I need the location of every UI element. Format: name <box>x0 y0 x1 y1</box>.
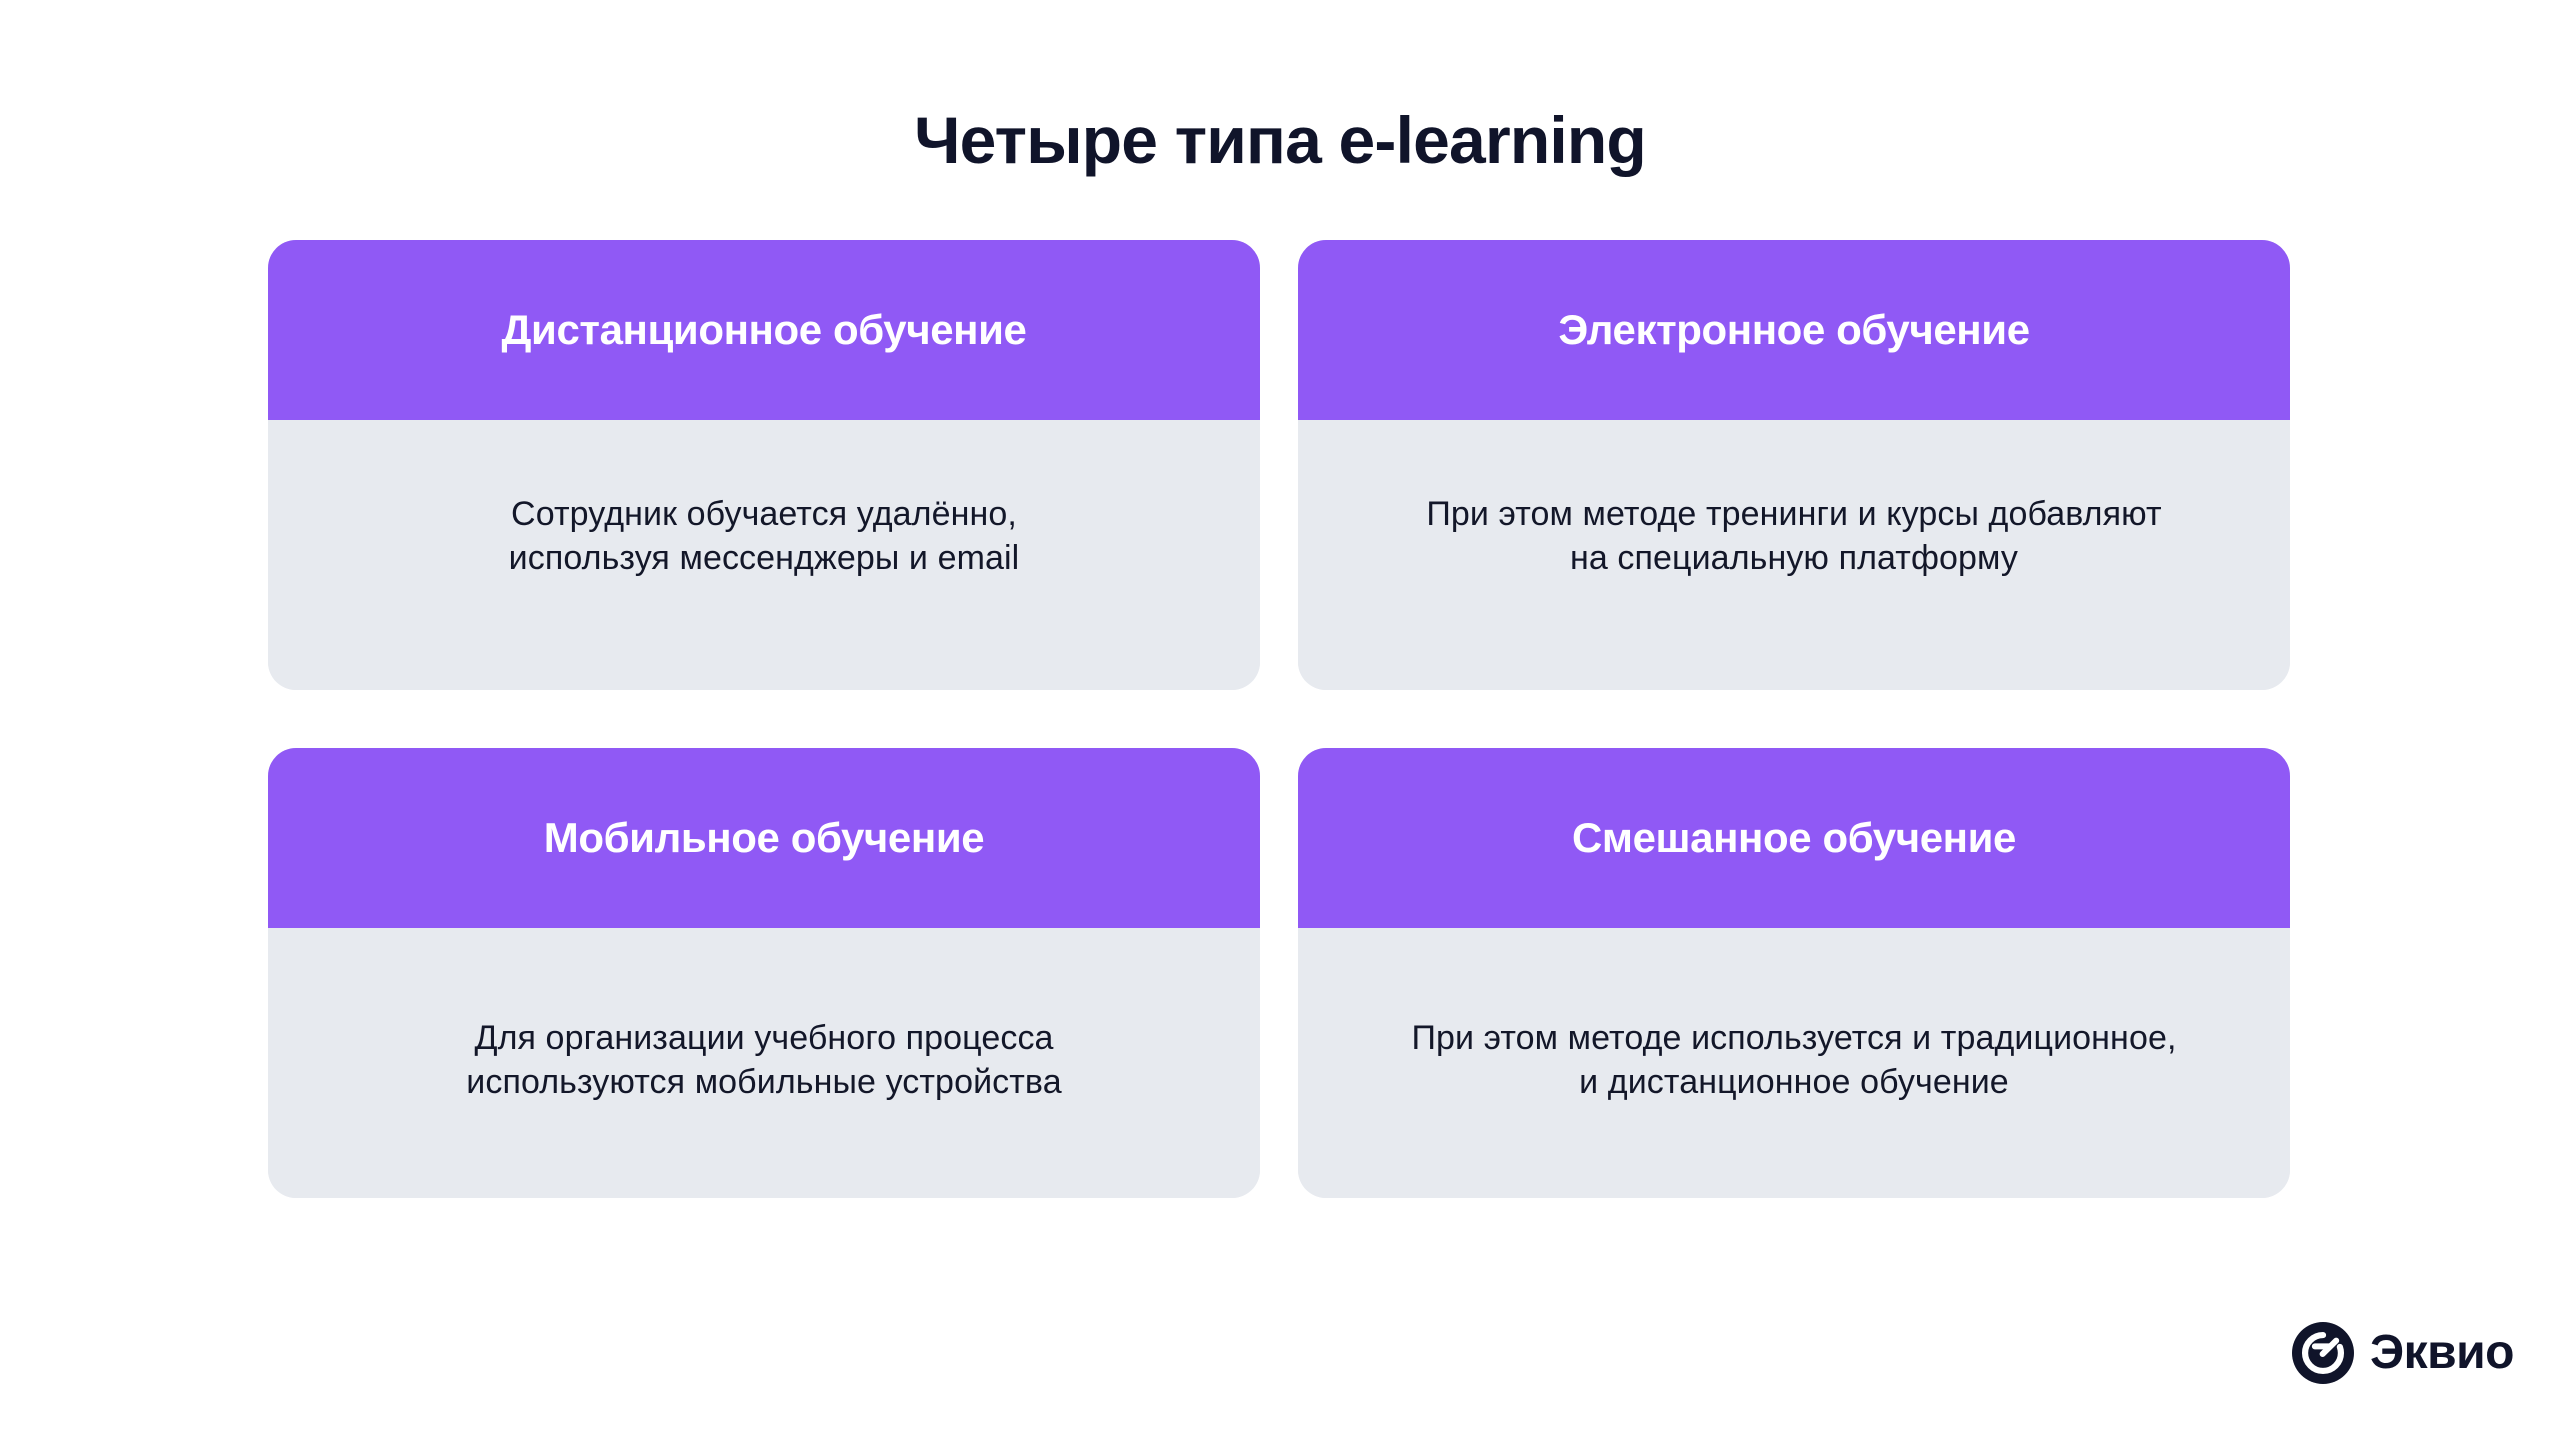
card-grid: Дистанционное обучение Сотрудник обучает… <box>268 240 2290 1198</box>
card-body: При этом методе тренинги и курсы добавля… <box>1298 420 2290 690</box>
card-title: Дистанционное обучение <box>501 306 1027 353</box>
card-description: Для организации учебного процесса исполь… <box>466 1019 1062 1101</box>
card-description: При этом методе используется и традицион… <box>1411 1019 2177 1101</box>
eqvio-circle-icon <box>2291 1322 2354 1384</box>
card-body: Сотрудник обучается удалённо, используя … <box>268 420 1260 690</box>
card-blended-learning[interactable]: Смешанное обучение При этом методе испол… <box>1298 748 2290 1198</box>
card-title: Мобильное обучение <box>543 814 985 861</box>
card-title: Электронное обучение <box>1558 306 2030 353</box>
card-mobile-learning[interactable]: Мобильное обучение Для организации учебн… <box>268 748 1260 1198</box>
card-electronic-learning[interactable]: Электронное обучение При этом методе тре… <box>1298 240 2290 690</box>
card-description: При этом методе тренинги и курсы добавля… <box>1426 495 2162 577</box>
card-header: Мобильное обучение <box>268 748 1260 928</box>
card-distance-learning[interactable]: Дистанционное обучение Сотрудник обучает… <box>268 240 1260 690</box>
card-body: Для организации учебного процесса исполь… <box>268 928 1260 1198</box>
card-header: Дистанционное обучение <box>268 240 1260 420</box>
card-description: Сотрудник обучается удалённо, используя … <box>508 495 1020 577</box>
card-body: При этом методе используется и традицион… <box>1298 928 2290 1198</box>
brand-name: Эквио <box>2369 1326 2515 1379</box>
page-title: Четыре типа e-learning <box>914 103 1647 178</box>
card-title: Смешанное обучение <box>1571 814 2017 861</box>
card-header: Смешанное обучение <box>1298 748 2290 928</box>
card-header: Электронное обучение <box>1298 240 2290 420</box>
brand-logo: Эквио <box>2291 1322 2515 1384</box>
